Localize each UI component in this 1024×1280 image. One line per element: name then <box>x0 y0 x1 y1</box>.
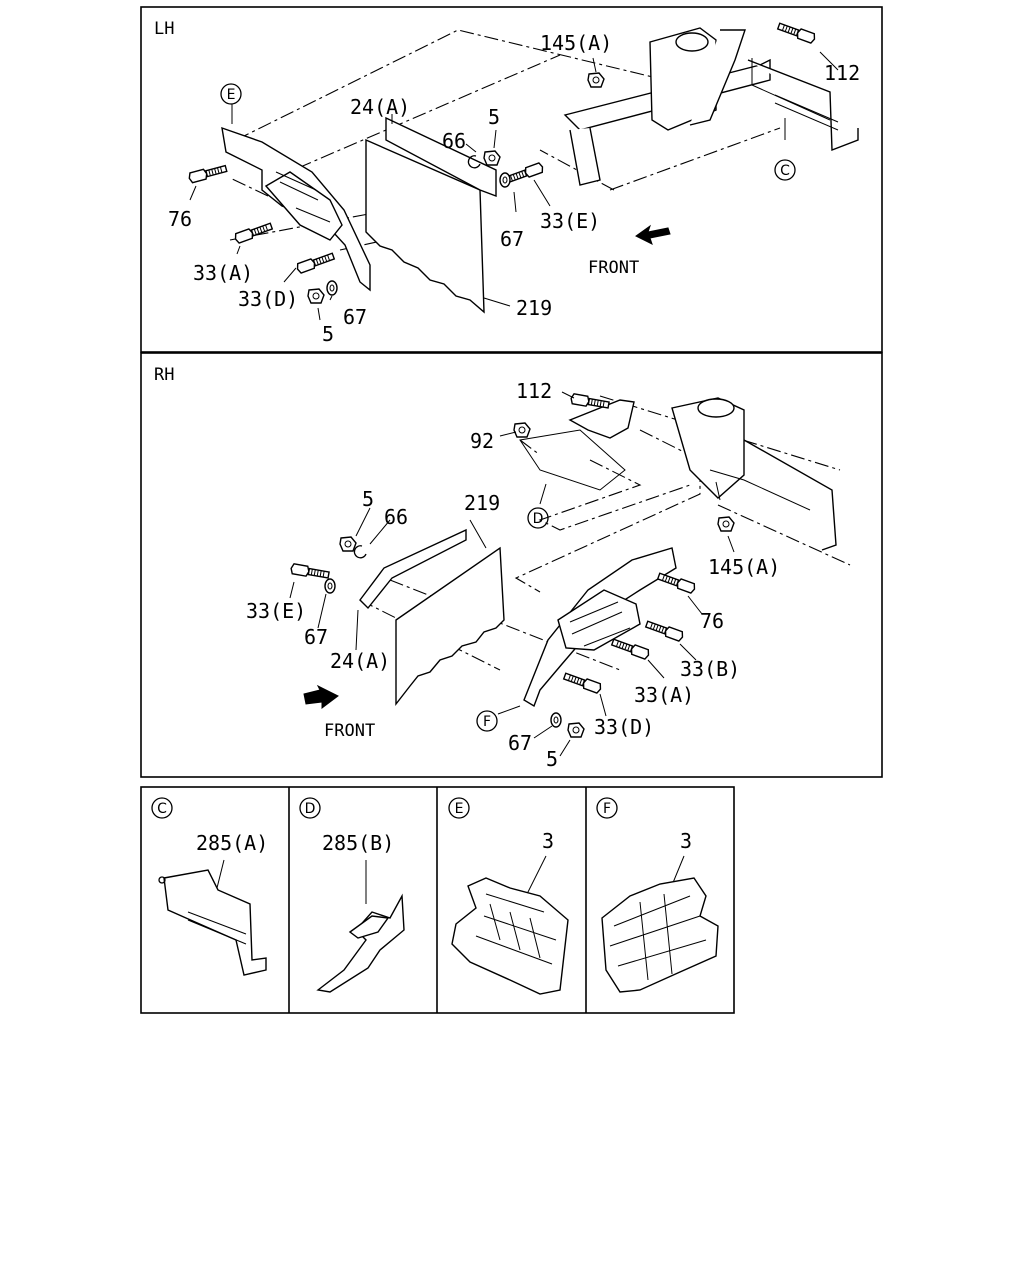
front-arrow-icon <box>303 684 339 709</box>
rh-label-219: 219 <box>464 491 500 515</box>
detail-d: D 285(B) <box>299 797 405 993</box>
lh-label-112: 112 <box>824 61 860 85</box>
detail-f: F 3 <box>596 797 719 993</box>
rh-label-145a: 145(A) <box>708 555 780 579</box>
rh-panel: RH <box>140 352 883 778</box>
rh-label-33e: 33(E) <box>246 599 306 623</box>
rh-front-label: FRONT <box>324 721 375 741</box>
lh-callout-c: C <box>780 163 790 179</box>
rh-callout-f: F <box>483 714 491 730</box>
rh-label-24a: 24(A) <box>330 649 390 673</box>
rh-label-66: 66 <box>384 505 408 529</box>
rh-label-5: 5 <box>362 487 374 511</box>
lh-label-145a: 145(A) <box>540 31 612 55</box>
rh-label-33a: 33(A) <box>634 683 694 707</box>
lh-label-66: 66 <box>442 129 466 153</box>
rh-label-67-lower: 67 <box>508 731 532 755</box>
detail-e-tag: E <box>455 801 464 817</box>
lh-frame <box>140 6 883 353</box>
rh-tag: RH <box>154 365 174 385</box>
rh-label-33d: 33(D) <box>594 715 654 739</box>
rh-bracket-f <box>523 547 677 708</box>
rh-label-67-upper: 67 <box>304 625 328 649</box>
lh-label-67-lower: 67 <box>343 305 367 329</box>
front-arrow-icon <box>635 224 671 245</box>
lh-label-76: 76 <box>168 207 192 231</box>
detail-f-part: 3 <box>680 829 692 853</box>
rh-label-112: 112 <box>516 379 552 403</box>
lh-tag: LH <box>154 19 174 39</box>
rh-label-76: 76 <box>700 609 724 633</box>
lh-label-5-bottom: 5 <box>322 322 334 346</box>
lh-front-label: FRONT <box>588 258 639 278</box>
lh-label-24a: 24(A) <box>350 95 410 119</box>
detail-c-part: 285(A) <box>196 831 268 855</box>
lh-label-5-top: 5 <box>488 105 500 129</box>
lh-label-219: 219 <box>516 296 552 320</box>
lh-callout-e: E <box>227 87 236 103</box>
rh-label-33b: 33(B) <box>680 657 740 681</box>
lh-label-33d: 33(D) <box>238 287 298 311</box>
detail-boxes: C 285(A) D 285(B) E 3 F <box>140 786 735 1014</box>
detail-f-tag: F <box>603 801 611 817</box>
lh-frame-rail <box>563 27 859 186</box>
detail-e-part: 3 <box>542 829 554 853</box>
lh-label-33a: 33(A) <box>193 261 253 285</box>
lh-mudflap <box>365 138 485 314</box>
detail-c-tag: C <box>157 801 167 817</box>
detail-d-part: 285(B) <box>322 831 394 855</box>
detail-c: C 285(A) <box>151 797 268 976</box>
lh-bracket-e <box>221 126 371 292</box>
rh-frame <box>140 352 883 778</box>
rh-bracket-d <box>568 399 635 439</box>
rh-label-92: 92 <box>470 429 494 453</box>
lh-stay <box>385 116 497 198</box>
rh-mudflap <box>395 546 505 707</box>
lh-label-67-upper: 67 <box>500 227 524 251</box>
rh-stay <box>359 528 467 610</box>
lh-panel: LH <box>140 6 883 353</box>
lh-label-33e: 33(E) <box>540 209 600 233</box>
rh-label-5-bottom: 5 <box>546 747 558 771</box>
rh-frame-rail <box>671 397 837 551</box>
detail-e: E 3 <box>448 797 569 995</box>
detail-d-tag: D <box>305 801 316 817</box>
rh-callout-d: D <box>533 511 544 527</box>
